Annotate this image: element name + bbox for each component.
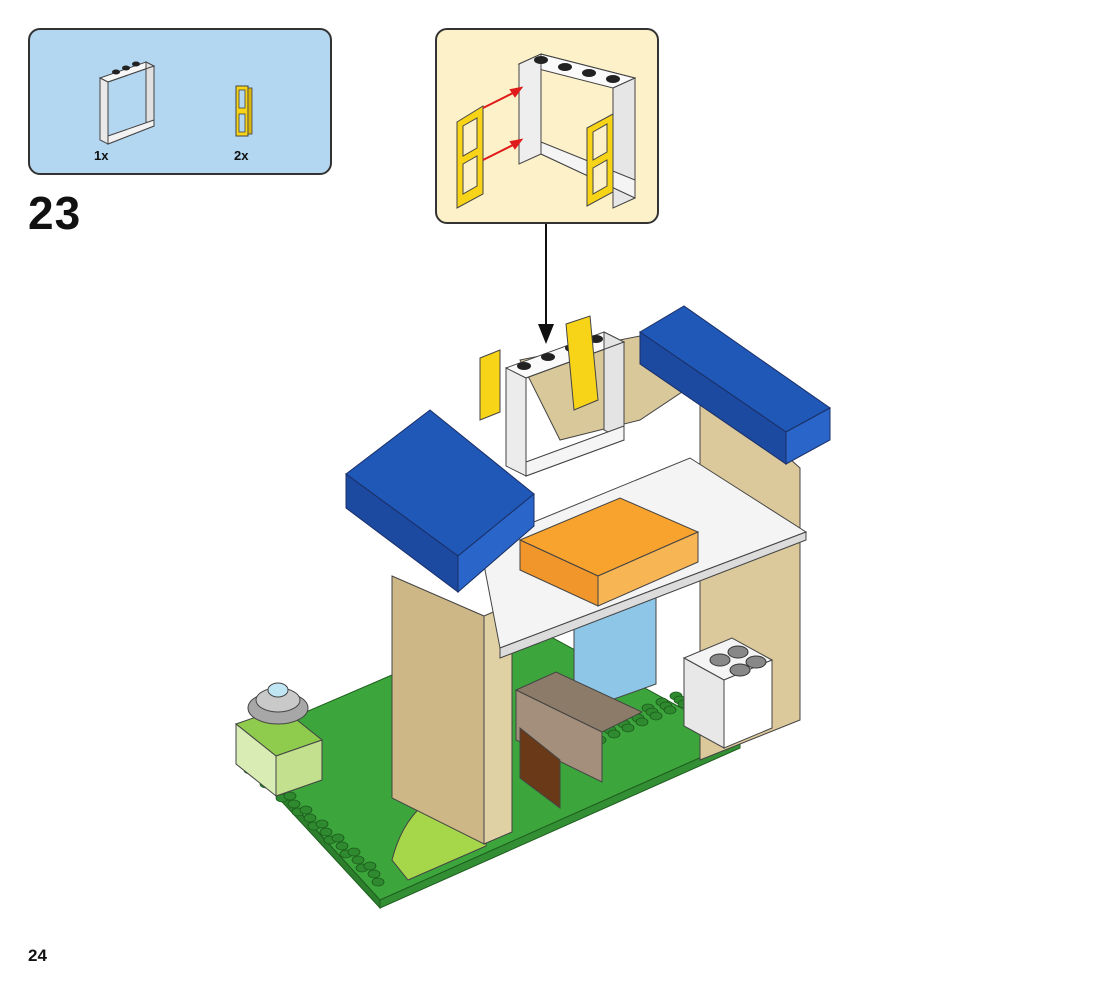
blue-roof-right — [639, 305, 831, 465]
white-window-frame-part — [98, 61, 156, 145]
white-brick-with-grey-studs — [682, 637, 774, 749]
page-number: 24 — [28, 946, 47, 965]
callout-attach-arrows — [482, 86, 524, 161]
step-number: 23 — [28, 187, 82, 239]
parts-list-illustrations — [98, 61, 253, 145]
fountain-element — [234, 682, 324, 798]
blue-roof-left — [345, 409, 535, 594]
callout-illustration — [456, 53, 637, 209]
subassembly-callout — [435, 28, 659, 224]
parts-list-panel: 1x 2x — [28, 28, 332, 175]
callout-left-shutter — [456, 105, 484, 209]
yellow-shutter-part — [235, 85, 253, 137]
installed-window-assembly — [479, 315, 626, 477]
orange-bricks — [518, 497, 700, 607]
callout-right-shutter — [586, 113, 614, 207]
brown-bricks — [514, 671, 644, 809]
part-quantity-shutter: 2x — [234, 148, 249, 163]
callout-pointer-arrow — [538, 224, 554, 344]
part-quantity-frame: 1x — [94, 148, 109, 163]
